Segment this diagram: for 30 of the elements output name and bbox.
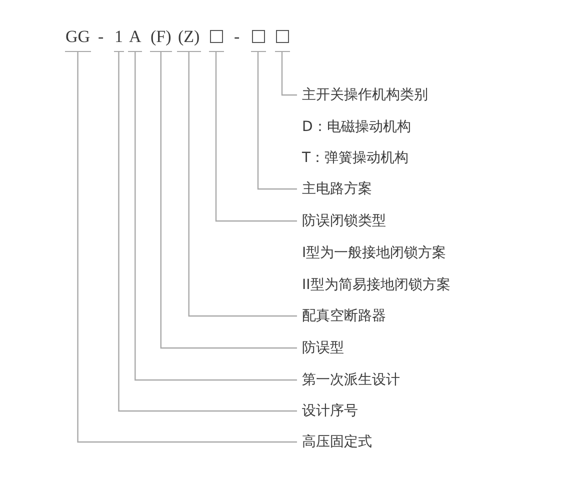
leader-line: [134, 52, 297, 381]
leader-line: [257, 52, 297, 190]
option-note: II型为简易接地闭锁方案: [302, 276, 450, 295]
code-description: 主电路方案: [297, 179, 372, 199]
code-description: 主开关操作机构类别: [297, 85, 428, 105]
code-description: 防误型: [297, 338, 344, 358]
code-description: 设计序号: [297, 401, 358, 421]
model-code-part: 1: [114, 27, 124, 52]
model-code-slot: [274, 27, 290, 52]
leader-line: [188, 52, 297, 317]
leader-line: [77, 52, 297, 443]
code-separator: -: [98, 27, 104, 46]
model-code-part: A: [128, 27, 142, 52]
option-note: I型为一般接地闭锁方案: [302, 244, 446, 263]
model-code-part: GG: [64, 27, 92, 52]
option-note: T：弹簧操动机构: [302, 149, 409, 168]
leader-line: [281, 52, 297, 96]
code-description: 配真空断路器: [297, 306, 386, 326]
code-separator: -: [234, 27, 240, 46]
option-note: D：电磁操动机构: [302, 118, 411, 137]
code-description: 第一次派生设计: [297, 370, 400, 390]
model-code-slot: [250, 27, 266, 52]
code-description: 高压固定式: [297, 432, 372, 452]
leader-line: [215, 52, 297, 222]
leader-line: [118, 52, 297, 412]
code-description: 防误闭锁类型: [297, 211, 386, 231]
model-code-part: (F): [150, 27, 172, 52]
leader-line: [160, 52, 297, 349]
model-code-slot: [208, 27, 224, 52]
model-code-part: (Z): [177, 27, 201, 52]
